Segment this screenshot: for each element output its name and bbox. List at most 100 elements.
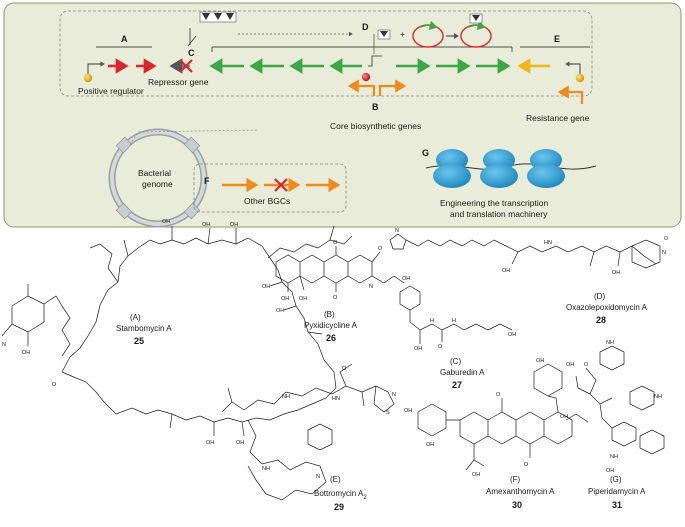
resistance-group: E Resistance gene [517,34,590,123]
plasmid-insert [419,20,438,31]
atom-o: O [584,362,589,368]
positive-regulator-group: A Positive regulator [78,34,157,96]
ribosome-icon [480,149,518,188]
macrocycle [247,419,327,501]
compound-number: 30 [512,500,522,510]
atom-oh: OH [606,468,614,474]
promoter-arrow-e [565,61,581,77]
atom-o: O [333,240,338,246]
genome-to-cluster-line [129,129,259,146]
atom-oh: OH [560,414,568,420]
atom-oh: OH [162,219,170,225]
compound-letter: (A) [130,313,141,322]
sugar-subst [1,284,63,346]
atom-oh: OH [236,440,244,446]
atom-oh: OH [502,268,510,274]
ring-3 [611,421,637,447]
atom-oh: OH [299,296,307,302]
ring-1 [275,254,301,284]
letter-b: B [372,102,379,112]
d-triangle-icon [380,31,388,37]
structure-bottromycin: O S N NH HN N NH (E) Bottromycin A2 29 [221,363,396,512]
atom-oh: OH [404,408,412,414]
ribosome-group: G Engineering the transcription and tran… [422,148,597,219]
compound-number: 31 [612,500,622,510]
letter-c: C [188,48,195,58]
tbutyl [221,387,245,413]
ring-d [543,411,573,445]
structure-stambomycin: OH OH OH OH OH OH OH N OH O (A) Stambomy… [1,219,353,446]
ring-4 [639,429,665,455]
letter-g: G [422,148,429,158]
atom-oh: OH [612,270,620,276]
lactone-link [61,305,71,357]
ring-a [446,411,489,445]
repressor-link-2 [187,35,197,47]
atom-oh: OH [281,296,289,302]
atom-oh: OH [230,222,238,228]
plus-sign: + [400,29,405,39]
ring-2 [629,385,655,411]
sugar-top [533,363,563,397]
letter-a: A [121,34,128,44]
atom-oh: OH [472,472,480,478]
label-other-bgcs: Other BGCs [244,196,290,206]
atom-oh: OH [22,350,30,356]
core-promoter-group: B Core biosynthetic genes [330,79,421,131]
ring-b [487,411,517,445]
label-repressor-gene: Repressor gene [148,77,209,87]
structure-amexanthomycin: OH OH O O OH OH OH (F) Amexanthomycin A … [404,358,574,510]
atom-h: H [430,318,434,324]
atom-nh: NH [654,394,662,400]
atom-oh: OH [536,358,544,364]
phenyl [307,423,333,451]
linkers [565,367,613,429]
label-positive-regulator: Positive regulator [78,86,144,96]
polyene-chain [405,239,657,267]
label-core-biosynthetic: Core biosynthetic genes [330,121,421,131]
hydroxyls-bottom [169,413,245,437]
internal-promoter [368,55,382,67]
atom-oh: OH [566,362,574,368]
compound-name: Stambomycin A [116,324,172,333]
letter-f: F [204,176,210,186]
substituents [465,395,559,471]
compound-name: Oxazolepoxidomycin A [566,303,648,312]
compound-name: Pyxidicycline A [304,321,358,330]
atom-oh: OH [402,276,410,282]
genome-ring-inner [110,130,206,226]
sugar-left [417,403,447,437]
atom-n: N [2,342,6,348]
bgc-deletion-x-icon [274,178,288,192]
activator-ball [83,73,93,83]
hydroxyls-top [123,226,237,257]
compound-letter: (D) [594,292,605,301]
genome-locus-3 [115,202,133,220]
atom-nh: NH [262,466,270,472]
letter-e: E [554,34,560,44]
substituents [287,246,405,292]
repressor-group: C Repressor gene [148,11,237,87]
compound-letter: (F) [510,475,521,484]
ring-4 [347,254,373,284]
atom-o: O [342,366,347,372]
chain [409,310,513,344]
label-genome: genome [142,179,173,189]
bgc-dashed-box [59,10,593,97]
repressor-knockout-x-icon [179,59,193,73]
structure-gaburedin: OH H H O OH (C) Gaburedin A 27 [399,285,516,390]
atom-hn: HN [332,396,340,402]
atom-o: O [496,392,501,398]
atom-o: O [664,236,669,242]
atom-hn: HN [544,240,552,246]
hydroxyls-right [269,281,323,335]
compound-name: Amexanthomycin A [486,487,555,496]
atom-oh: OH [276,308,284,314]
compound-name: Bottromycin A2 [314,489,367,501]
sugar-ring [11,295,45,333]
phenyl [399,285,421,311]
atom-o: O [438,344,443,350]
atom-n: N [316,474,320,480]
compound-letter: (C) [450,357,461,366]
genome-locus-1 [115,136,133,154]
